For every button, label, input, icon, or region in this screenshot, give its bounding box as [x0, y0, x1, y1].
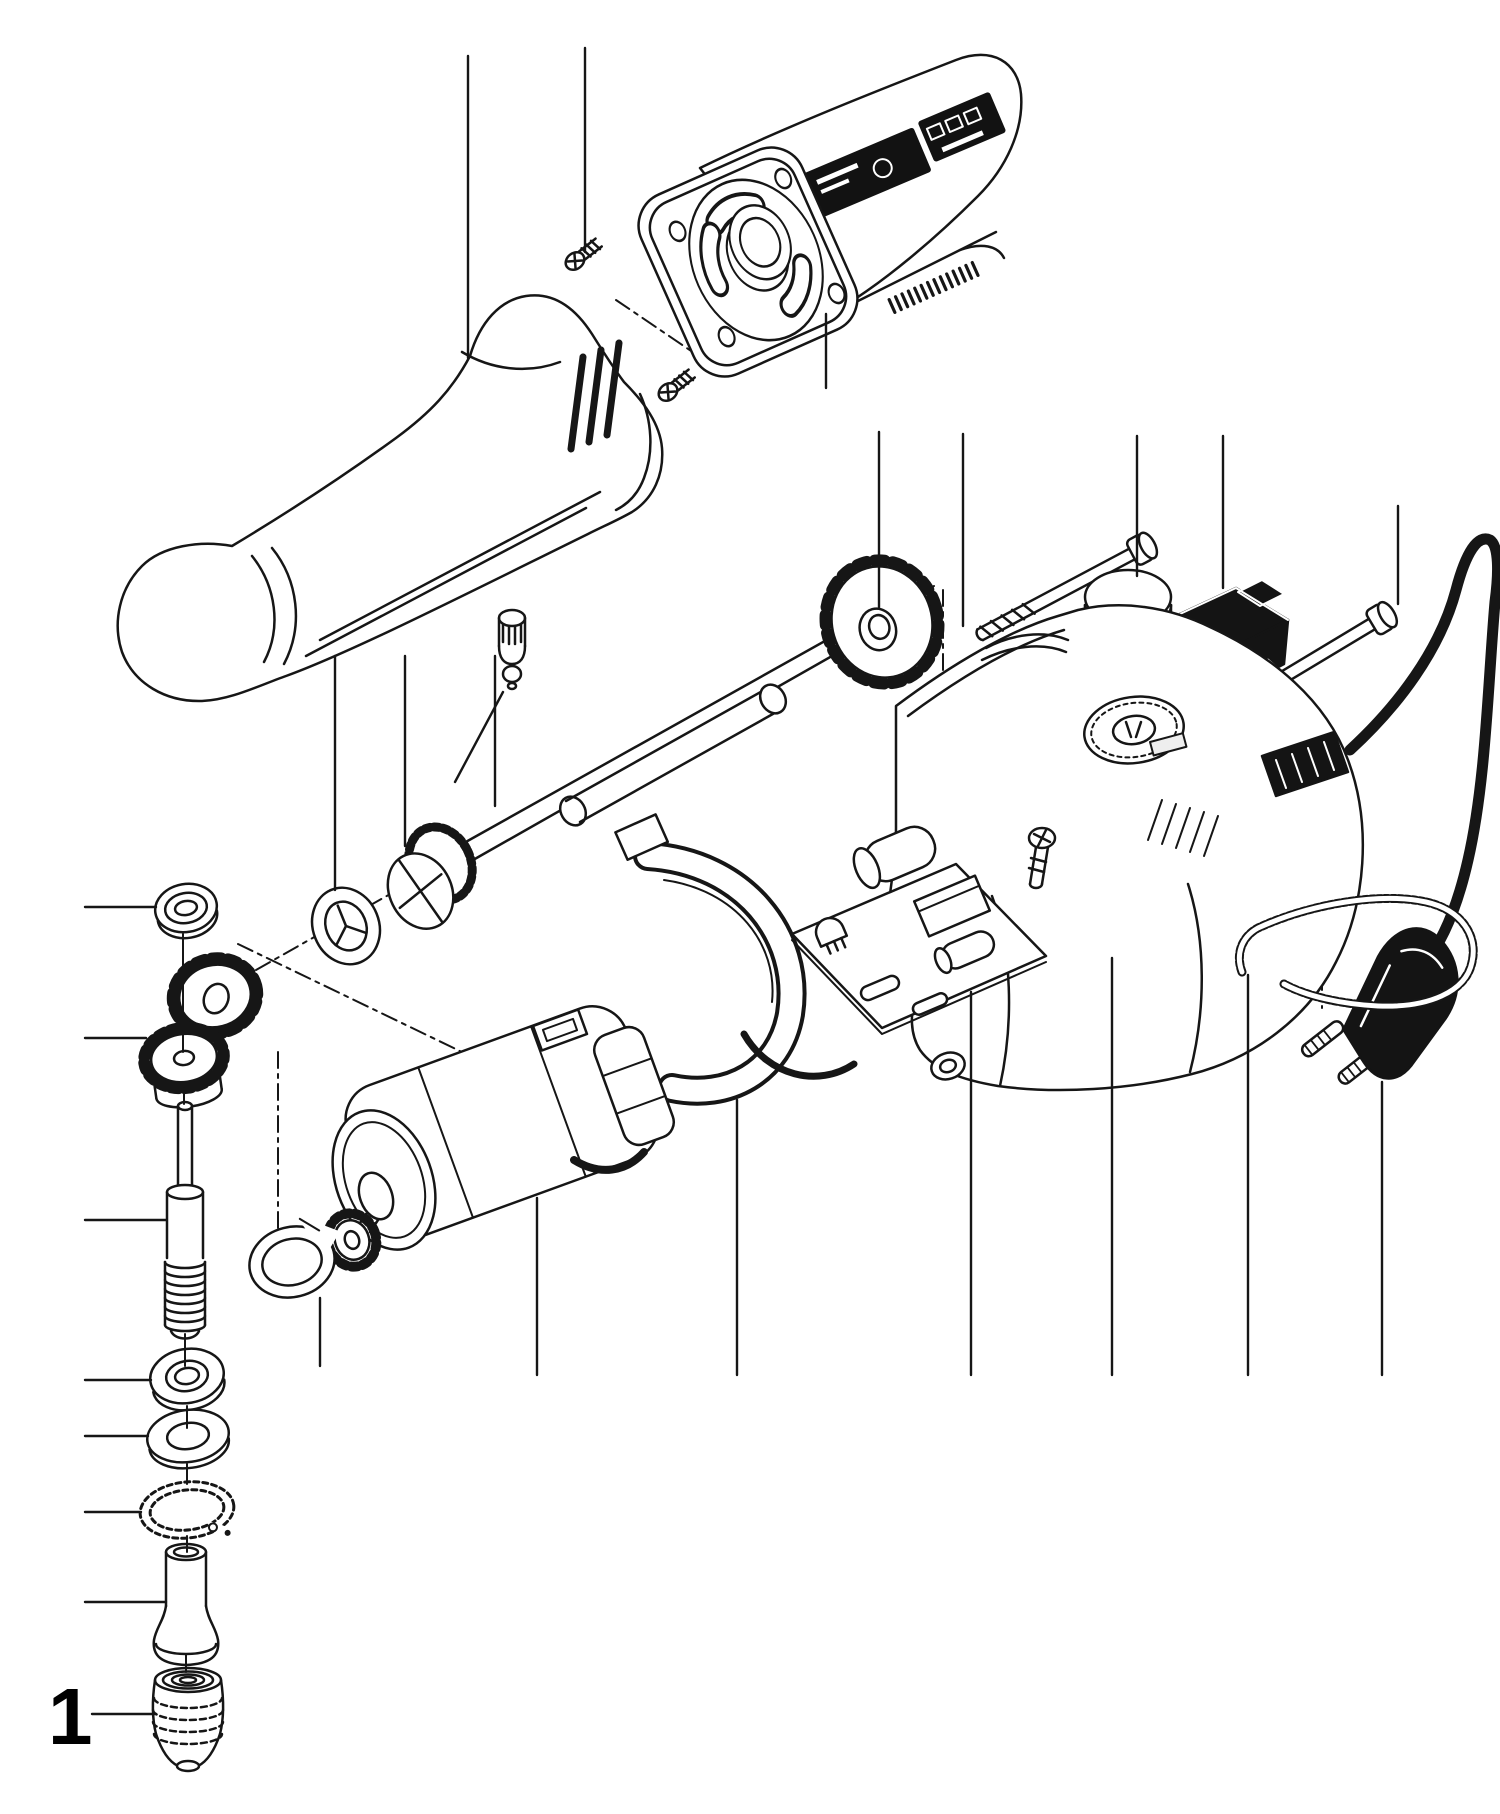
lower-spindle-bearing: [149, 1347, 226, 1412]
retaining-ring: [138, 1480, 244, 1543]
leader-line: [453, 690, 505, 784]
rating-label: [803, 92, 1006, 218]
pcb-screw: [1027, 826, 1057, 890]
housing-screw-upper: [564, 237, 603, 272]
nose-sleeve: [152, 1542, 220, 1667]
bevel-pinion-gear: [166, 952, 264, 1040]
fan-gear-disc: [819, 554, 945, 690]
leader-lines: [83, 46, 1400, 1716]
shaft-washer-bearing: [310, 886, 382, 966]
power-cord: [1344, 533, 1500, 970]
keyless-chuck: [151, 1666, 225, 1773]
spindle-washer: [145, 1408, 231, 1470]
shaft-collar-nut: [386, 822, 477, 930]
upper-spindle-bearing: [153, 882, 219, 940]
brand-embossing: [887, 260, 980, 314]
axis-connectors: [182, 933, 188, 1673]
housing-screw-lower: [657, 368, 696, 403]
motor-bushing-ring: [248, 1213, 341, 1299]
rear-motor-housing: [637, 53, 1023, 378]
front-housing: [116, 294, 664, 703]
drive-shaft: [450, 616, 878, 867]
bevel-crown-gear: [138, 1021, 230, 1109]
cord-ferrule: [1149, 730, 1350, 798]
callout-label-1: 1: [48, 1672, 93, 1761]
cord-guard: [1234, 894, 1478, 1011]
detent-pin: [497, 608, 527, 691]
pcb-assembly: [740, 825, 1048, 1080]
motor-clamp-saddle: [614, 813, 807, 1106]
housing-front-face: [668, 167, 846, 348]
vent-slots: [567, 339, 623, 453]
assembly-screw-a: [975, 531, 1159, 642]
output-spindle: [163, 1100, 207, 1340]
